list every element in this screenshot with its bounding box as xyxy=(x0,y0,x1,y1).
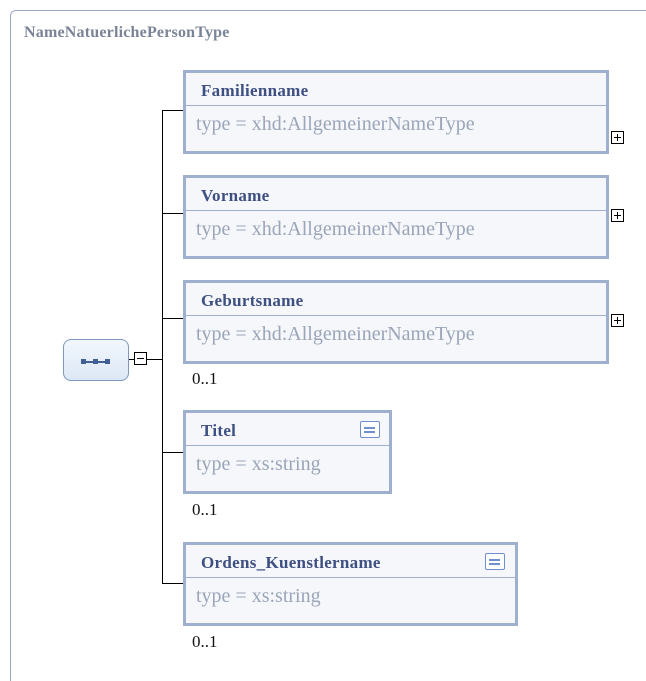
sequence-dot-icon xyxy=(81,359,86,364)
occurrence-label: 0..1 xyxy=(192,500,218,519)
element-type: type = xhd:AllgemeinerNameType xyxy=(196,323,475,345)
connector-branch xyxy=(162,318,183,319)
element-separator xyxy=(186,105,606,106)
connector-branch xyxy=(162,110,183,111)
element-name: Ordens_Kuenstlername xyxy=(201,553,381,572)
element-name: Vorname xyxy=(201,186,270,205)
complex-type-title: NameNatuerlichePersonType xyxy=(24,24,230,41)
sequence-dot-icon xyxy=(105,359,110,364)
occurrence-label: 0..1 xyxy=(192,369,218,388)
documentation-icon xyxy=(485,553,505,570)
element-familienname[interactable]: Familienname type = xhd:AllgemeinerNameT… xyxy=(183,70,609,154)
element-separator xyxy=(186,577,515,578)
element-type: type = xhd:AllgemeinerNameType xyxy=(196,113,475,135)
element-titel[interactable]: Titel type = xs:string xyxy=(183,410,392,494)
sequence-compositor[interactable] xyxy=(63,339,129,381)
element-name: Geburtsname xyxy=(201,291,304,310)
element-geburtsname[interactable]: Geburtsname type = xhd:AllgemeinerNameTy… xyxy=(183,280,609,364)
connector-trunk xyxy=(162,110,163,583)
type-frame xyxy=(10,10,646,681)
connector-branch xyxy=(162,583,183,584)
element-vorname[interactable]: Vorname type = xhd:AllgemeinerNameType xyxy=(183,175,609,259)
element-separator xyxy=(186,315,606,316)
connector-line xyxy=(147,359,162,360)
expand-icon[interactable] xyxy=(611,131,624,144)
element-type: type = xs:string xyxy=(196,453,321,475)
element-separator xyxy=(186,210,606,211)
element-separator xyxy=(186,445,389,446)
connector-line xyxy=(129,359,134,360)
expand-icon[interactable] xyxy=(611,314,624,327)
element-type: type = xs:string xyxy=(196,585,321,607)
element-ordens-kuenstlername[interactable]: Ordens_Kuenstlername type = xs:string xyxy=(183,542,518,626)
connector-branch xyxy=(162,452,183,453)
sequence-dash xyxy=(98,361,105,363)
connector-branch xyxy=(162,213,183,214)
element-type: type = xhd:AllgemeinerNameType xyxy=(196,218,475,240)
expand-icon[interactable] xyxy=(611,209,624,222)
sequence-dot-icon xyxy=(93,359,98,364)
documentation-icon xyxy=(360,421,380,438)
sequence-dash xyxy=(86,361,93,363)
element-name: Titel xyxy=(201,421,237,440)
collapse-icon[interactable] xyxy=(134,352,147,365)
element-name: Familienname xyxy=(201,81,309,100)
occurrence-label: 0..1 xyxy=(192,632,218,651)
